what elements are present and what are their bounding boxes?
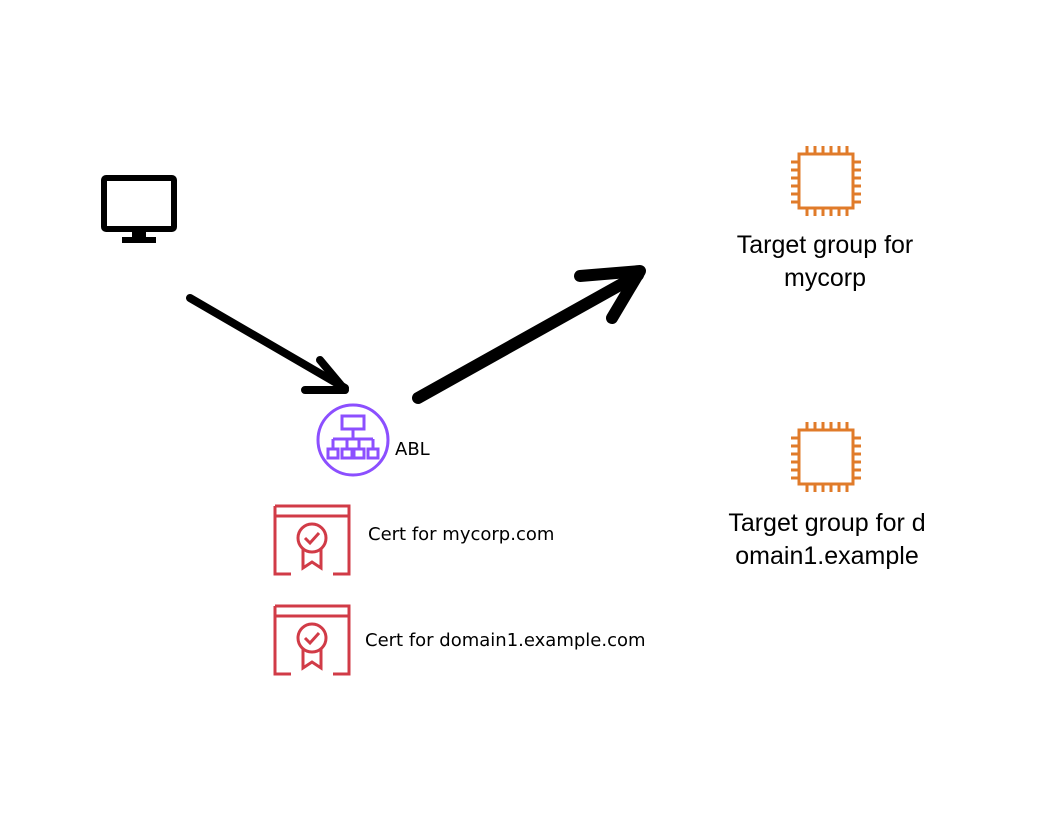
certificate-label: Cert for mycorp.com xyxy=(368,524,555,545)
application-load-balancer-icon xyxy=(316,403,390,477)
target-group-label: Target group for domain1.example xyxy=(728,509,926,570)
desktop-monitor-icon xyxy=(101,175,177,243)
ec2-instance-chip-icon xyxy=(791,422,861,492)
load-balancer-label: ABL xyxy=(395,439,430,460)
certificate-icon xyxy=(273,604,351,676)
certificate-icon xyxy=(273,504,351,576)
certificate-label: Cert for domain1.example.com xyxy=(365,630,646,651)
arrow-alb-to-targets xyxy=(412,265,646,404)
target-group-label: Target group for mycorp xyxy=(736,231,914,292)
ec2-instance-chip-icon xyxy=(791,146,861,216)
arrow-client-to-alb xyxy=(186,294,349,394)
